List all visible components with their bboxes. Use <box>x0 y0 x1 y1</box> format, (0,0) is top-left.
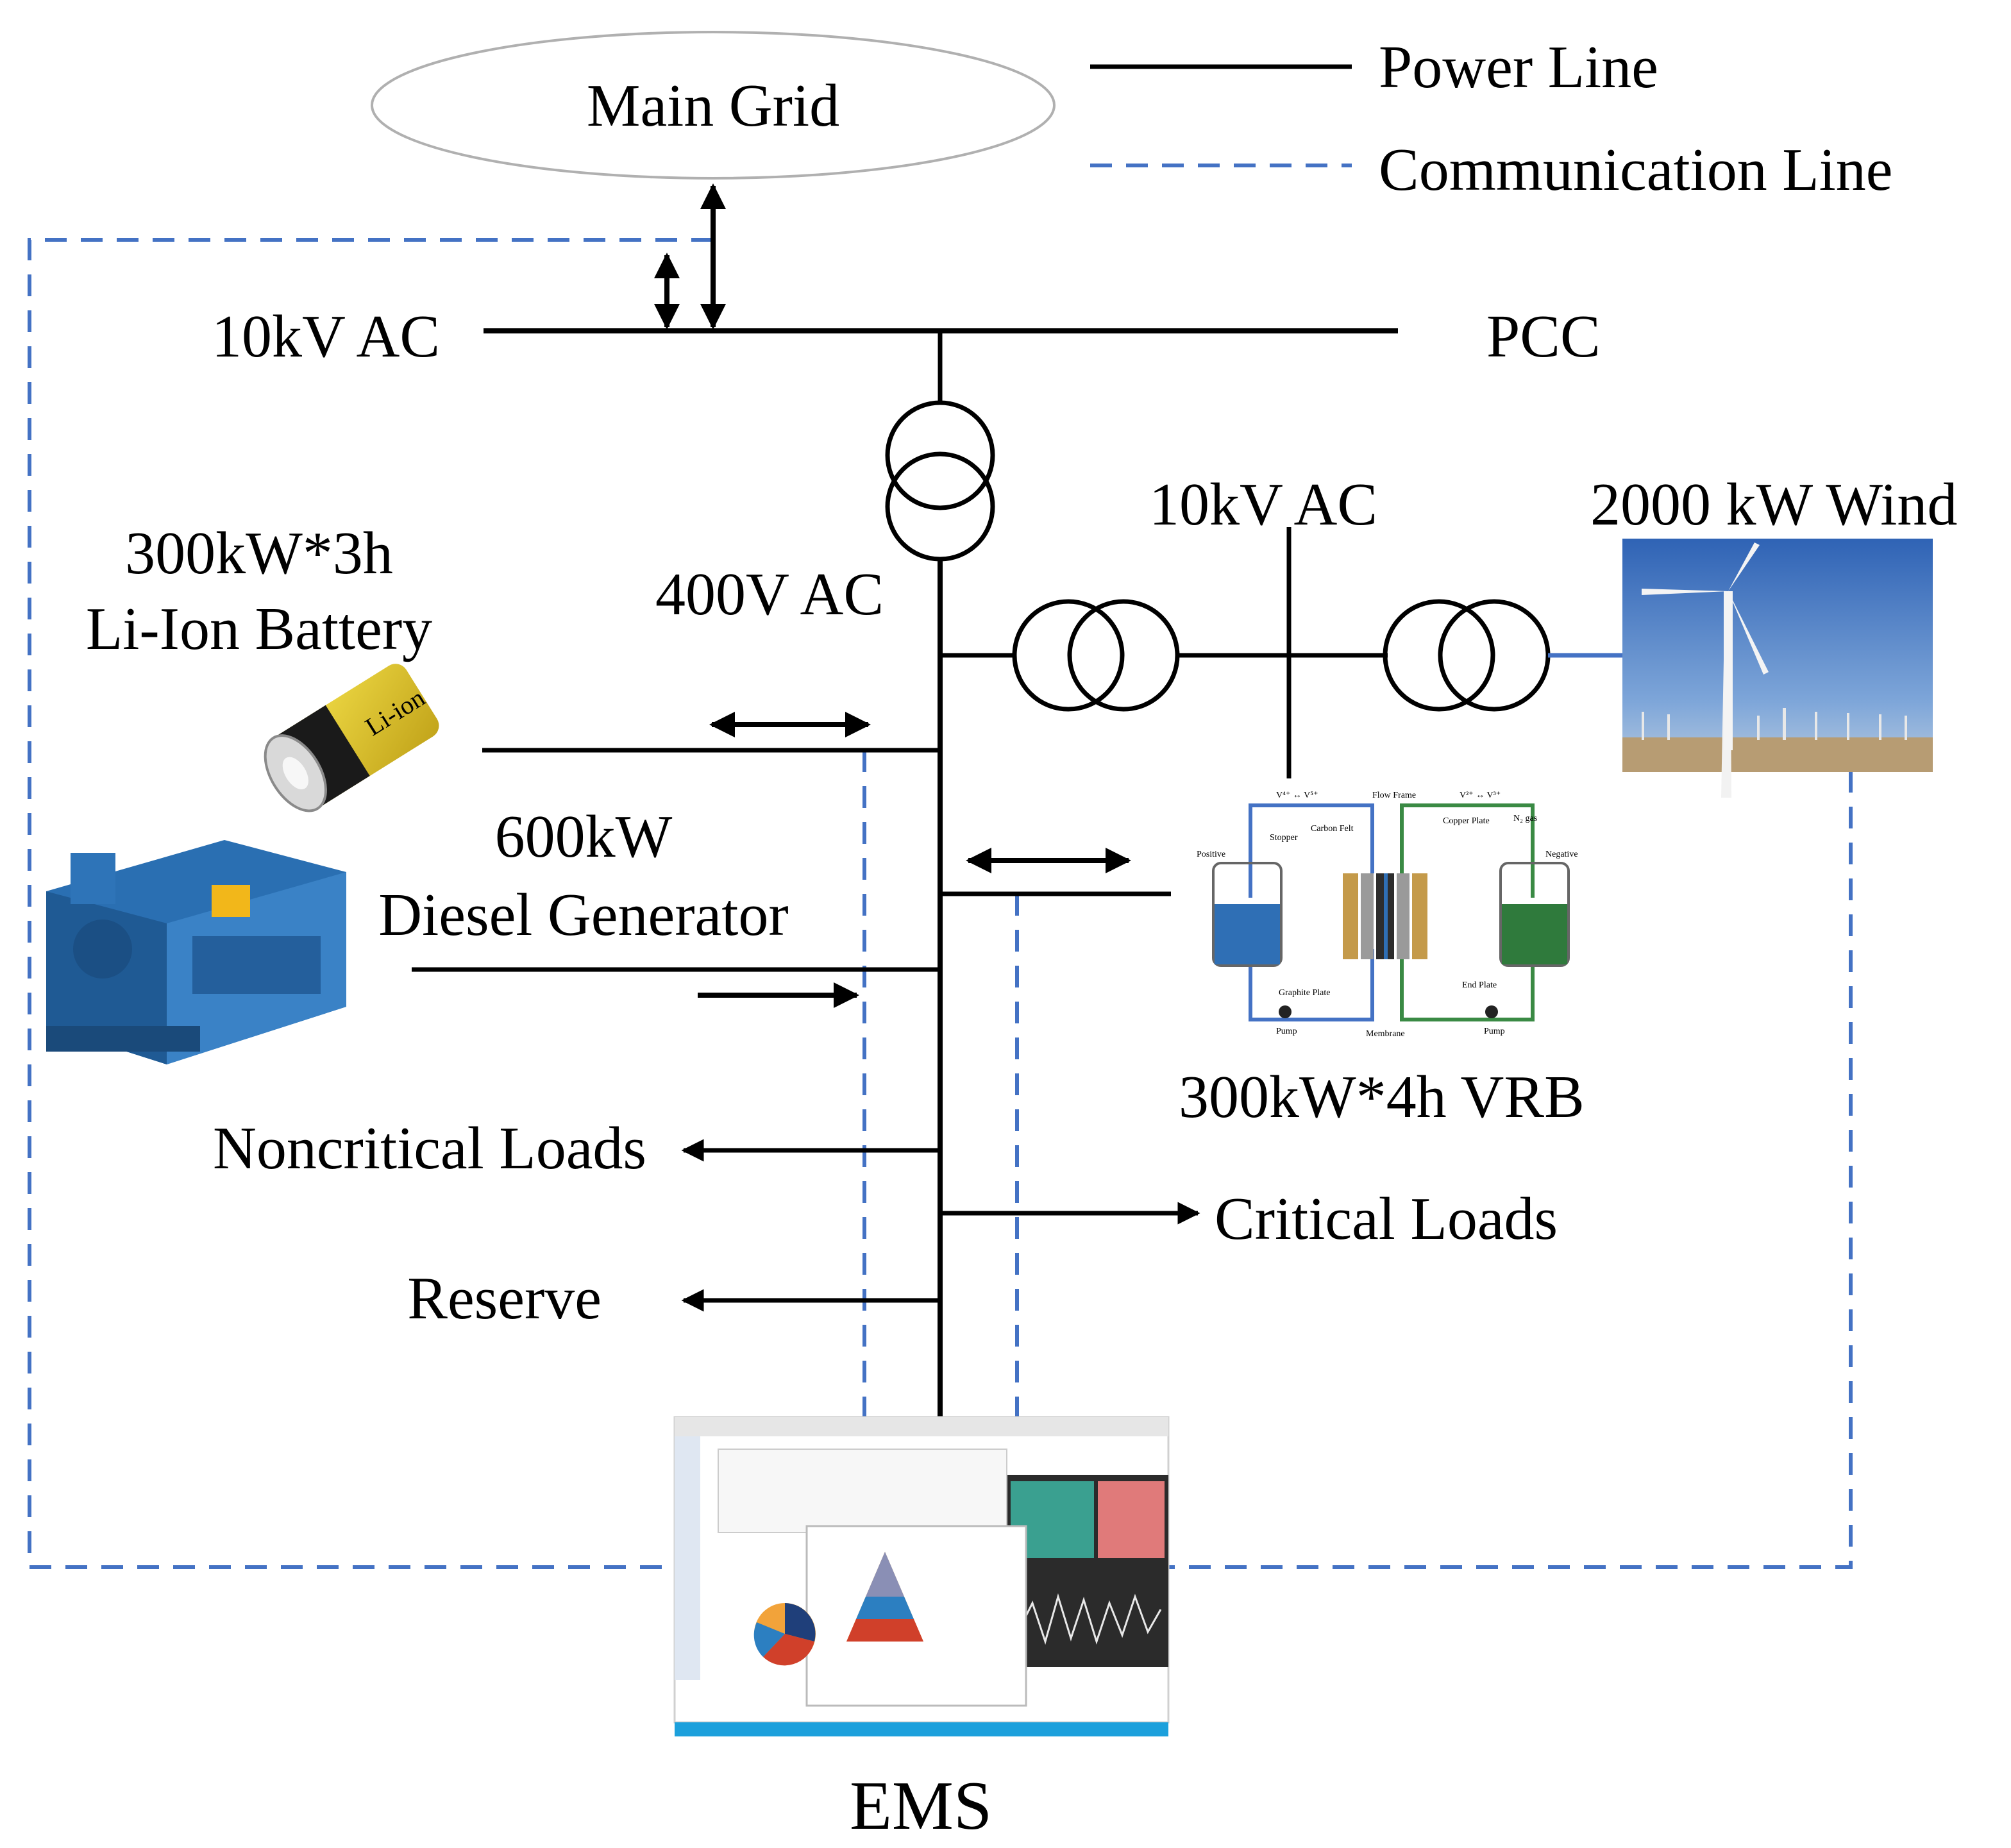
legend-power-line-label: Power Line <box>1379 34 1658 101</box>
main-transformer <box>885 400 995 562</box>
vrb-label: 300kW*4h VRB <box>1179 1064 1585 1130</box>
vrb-label-ion-left: V⁴⁺ ↔ V⁵⁺ <box>1276 791 1318 800</box>
vrb-label-flow-frame: Flow Frame <box>1372 791 1416 800</box>
legend: Power Line Communication Line <box>1090 34 1892 203</box>
battery-type-label: Li-Ion Battery <box>86 596 432 662</box>
vrb-label-carbon-felt: Carbon Felt <box>1311 824 1354 834</box>
vrb-label-membrane: Membrane <box>1366 1029 1405 1039</box>
vrb-label-negative: Negative <box>1545 850 1578 859</box>
wind-transformer-2 <box>1383 599 1551 712</box>
comm-line-grid-loop <box>28 238 713 1569</box>
battery-power-label: 300kW*3h <box>125 520 393 587</box>
vrb-label-ion-right: V²⁺ ↔ V³⁺ <box>1460 791 1501 800</box>
main-grid-ellipse <box>371 31 1056 180</box>
vrb-label-stopper: Stopper <box>1270 833 1298 843</box>
vrb-label-positive: Positive <box>1197 850 1225 859</box>
diesel-power-label: 600kW <box>495 803 673 870</box>
bus-400v-label: 400V AC <box>655 561 884 628</box>
ems-screenshot <box>673 1416 1170 1736</box>
reserve-label: Reserve <box>407 1265 602 1332</box>
bus-10kv-wind-label: 10kV AC <box>1149 471 1377 538</box>
noncritical-loads-label: Noncritical Loads <box>213 1115 646 1182</box>
comm-line-wind <box>1168 771 1853 1569</box>
wind-transformer-1 <box>1012 599 1180 712</box>
pcc-label: PCC <box>1486 303 1601 370</box>
vrb-schematic: Positive Negative Stopper Carbon Felt Fl… <box>1190 786 1590 1049</box>
li-ion-battery-photo: Li-ion <box>264 664 439 812</box>
vrb-label-pump-left: Pump <box>1276 1027 1297 1036</box>
legend-communication-line-label: Communication Line <box>1379 137 1892 203</box>
main-grid-label: Main Grid <box>587 72 839 139</box>
diesel-type-label: Diesel Generator <box>378 882 788 948</box>
vrb-label-copper-plate: Copper Plate <box>1443 816 1490 826</box>
wind-turbine-photo <box>1622 539 1933 798</box>
critical-loads-label: Critical Loads <box>1215 1186 1558 1252</box>
communication-lines <box>28 238 1853 1569</box>
diesel-generator-photo <box>46 840 346 1064</box>
vrb-label-graphite-plate: Graphite Plate <box>1279 988 1330 998</box>
bus-10kv-main-label: 10kV AC <box>212 303 440 370</box>
ems-label: EMS <box>850 1768 992 1844</box>
vrb-label-end-plate: End Plate <box>1462 980 1497 990</box>
vrb-label-pump-right: Pump <box>1484 1027 1505 1036</box>
wind-label: 2000 kW Wind <box>1590 471 1957 538</box>
vrb-label-n2-gas: N₂ gas <box>1513 814 1537 823</box>
